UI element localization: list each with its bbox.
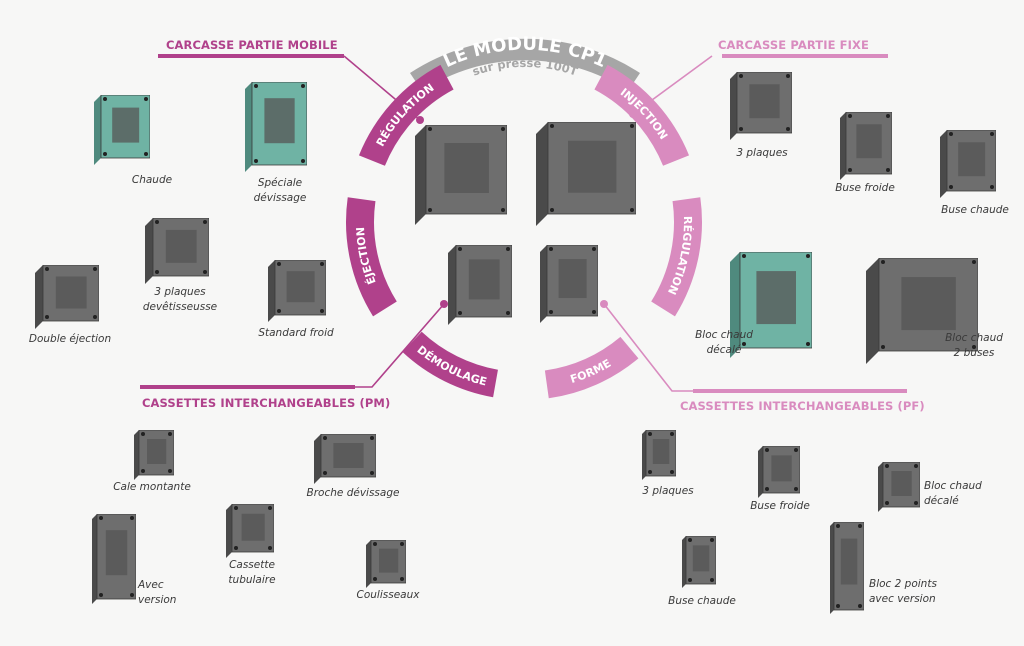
item-label: Chaude [131,174,173,186]
slides-cassette-icon [366,539,407,588]
item-label: Double éjection [28,333,112,345]
item-label: 3 plaques [642,485,694,497]
tubular-cassette-icon [226,503,275,558]
center-mold-fixed-frame [536,121,637,226]
three-plate-frame-icon [730,71,793,140]
cold-nozzle-cassette-icon [758,445,801,498]
ring-segment-ejection [345,197,397,317]
item-label: 3 plaques devêtisseusse [142,286,218,313]
item-label: Bloc 2 points avec version [869,578,937,605]
item-label: Cale montante [113,481,191,493]
item-label: Bloc chaud 2 buses [945,332,1003,359]
center-cassette-ejection [448,244,513,325]
connector-cassettes-pm [140,300,448,389]
hot-block-two-nozzle-frame-icon [866,257,979,364]
item-label: Broche dévissage [306,487,400,499]
three-plate-cassette-icon [642,429,677,480]
hot-nozzle-cassette-icon [682,535,717,588]
section-title-carcasse-fixe: CARCASSE PARTIE FIXE [718,38,869,52]
cold-nozzle-frame-icon [840,111,893,180]
item-label: Buse chaude [668,595,736,607]
ring-segment-demoulage [402,331,498,398]
hot-nozzle-frame-icon [940,129,997,198]
section-title-carcasse-mobile: CARCASSE PARTIE MOBILE [166,38,338,52]
item-label: Spéciale dévissage [253,177,307,204]
title-arc-band [410,38,640,91]
unscrewing-spindle-cassette-icon [314,433,377,484]
double-ejection-frame-icon [35,264,100,329]
item-label: Buse froide [835,182,895,194]
offset-hot-block-frame-icon [730,251,813,358]
three-plate-stripper-frame-icon [145,217,210,284]
offset-hot-block-cassette-icon [878,461,921,512]
ring-segment-regulation-fixe [651,197,702,317]
ring-segment-regulation-mobile [358,64,454,166]
item-label: Avec version [138,579,177,606]
versioned-cassette-icon [92,513,137,604]
rising-wedge-cassette-icon [134,429,175,480]
center-mold-mobile-frame [415,124,508,225]
unscrewing-mold-frame-icon [245,81,308,172]
hot-mold-frame-icon [94,94,151,165]
process-ring: RÉGULATIONÉJECTIONDÉMOULAGEINJECTIONRÉGU… [345,64,702,399]
two-point-block-cassette-icon [830,521,865,614]
ring-segment-forme [544,336,639,399]
item-label: Coulisseaux [356,589,420,601]
item-label: Buse chaude [941,204,1009,216]
item-label: Buse froide [750,500,810,512]
connector-cassettes-pf [600,300,907,393]
ring-segment-injection [594,64,690,166]
item-label: 3 plaques [736,147,788,159]
section-title-cassettes-pf: CASSETTES INTERCHANGEABLES (PF) [680,399,925,413]
section-title-cassettes-pm: CASSETTES INTERCHANGEABLES (PM) [142,396,391,410]
item-label: Cassette tubulaire [228,559,276,586]
center-cassette-form [540,244,599,323]
item-label: Bloc chaud décalé [695,329,753,356]
standard-cold-frame-icon [268,259,327,322]
item-label: Standard froid [258,327,334,339]
item-label: Bloc chaud décalé [924,480,982,507]
